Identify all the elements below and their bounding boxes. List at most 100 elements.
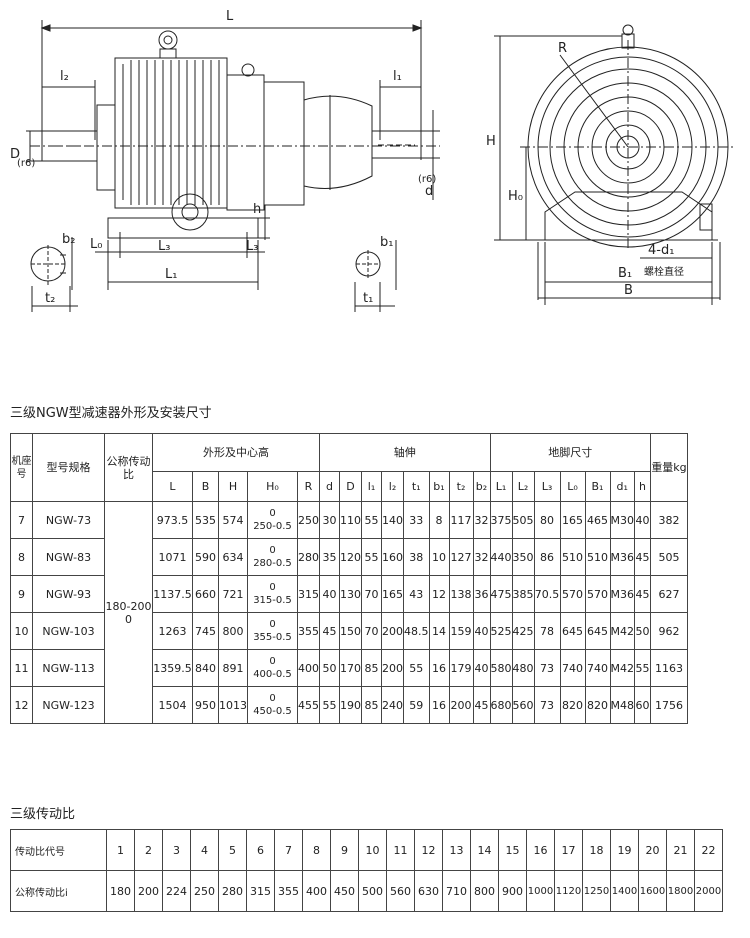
dim-D-label: D (10, 147, 20, 162)
cell-H: 800 (218, 612, 248, 650)
dim-b2-label: b₂ (62, 232, 75, 247)
header-model: 型号规格 (32, 433, 105, 502)
cell-l2: 160 (381, 538, 404, 576)
cell-d: 30 (319, 501, 340, 539)
ratio-value-cell: 450 (330, 870, 359, 912)
cell-B: 660 (192, 575, 219, 613)
ratio-code-row: 传动比代号 1 2 3 4 5 6 7 8 9 10 11 12 13 14 1… (10, 829, 723, 871)
cell-L0: 740 (559, 649, 586, 687)
cell-b2: 32 (472, 538, 491, 576)
subheader-H0: H₀ (247, 471, 298, 502)
cell-L1: 680 (489, 686, 513, 724)
cell-H: 574 (218, 501, 248, 539)
subheader-t1: t₁ (403, 471, 430, 502)
cell-D: 120 (339, 538, 362, 576)
cell-L3: 73 (533, 686, 561, 724)
cell-weight: 505 (650, 538, 688, 576)
ratio-code-cell: 5 (218, 829, 247, 871)
cell-L2: 350 (511, 538, 535, 576)
cell-l1: 55 (361, 538, 382, 576)
cell-R: 355 (297, 612, 320, 650)
ratio-value-cell: 315 (246, 870, 275, 912)
subheader-l1: l₁ (361, 471, 382, 502)
cell-t2: 179 (448, 649, 474, 687)
cell-L: 973.5 (152, 501, 193, 539)
cell-H0-top: 0 (269, 508, 276, 519)
cell-l1: 85 (361, 686, 382, 724)
cell-t2: 127 (448, 538, 474, 576)
subheader-L0: L₀ (559, 471, 586, 502)
cell-B: 535 (192, 501, 219, 539)
dim-R-label: R (558, 41, 567, 56)
spec-table: 机座号 型号规格 公称传动比 外形及中心高 轴伸 地脚尺寸 重量kg L B H… (10, 433, 688, 724)
cell-seat: 10 (10, 612, 33, 650)
cell-model: NGW-83 (32, 538, 105, 576)
subheader-R: R (297, 471, 320, 502)
cell-model: NGW-93 (32, 575, 105, 613)
ratio-code-cell: 11 (386, 829, 415, 871)
cell-weight: 627 (650, 575, 688, 613)
ratio-value-cell: 280 (218, 870, 247, 912)
cell-h: 55 (634, 649, 651, 687)
dim-L-label: L (226, 9, 234, 24)
cell-d: 55 (319, 686, 340, 724)
dim-L0-label: L₀ (90, 237, 102, 252)
header-seat: 机座号 (10, 433, 33, 502)
ratio-code-cell: 17 (554, 829, 583, 871)
ratio-code-cell: 21 (666, 829, 695, 871)
cell-seat: 7 (10, 501, 33, 539)
cell-L1: 475 (489, 575, 513, 613)
cell-weight: 1756 (650, 686, 688, 724)
cell-b1: 10 (428, 538, 450, 576)
cell-h: 40 (634, 501, 651, 539)
cell-h: 45 (634, 575, 651, 613)
cell-seat: 12 (10, 686, 33, 724)
dim-d-label: d (425, 184, 433, 199)
dim-D-sub-label: (r6) (17, 158, 35, 169)
cell-t1: 59 (403, 686, 430, 724)
dim-H-label: H (486, 134, 496, 149)
ratio-value-cell: 800 (470, 870, 499, 912)
cell-H0-bottom: 315-0.5 (253, 595, 292, 606)
ratio-value-cell: 1600 (638, 870, 667, 912)
dim-l1-label: l₁ (393, 69, 402, 84)
cell-seat: 11 (10, 649, 33, 687)
cell-b1: 16 (428, 686, 450, 724)
cell-t1: 38 (403, 538, 430, 576)
cell-H: 721 (218, 575, 248, 613)
cell-B: 950 (192, 686, 219, 724)
cell-H0-bottom: 355-0.5 (253, 632, 292, 643)
technical-drawing: L l₂ l₁ D (r6) d (r6) h b₂ L₀ L₃ L₃ L₁ t… (10, 9, 735, 312)
ratio-table: 传动比代号 1 2 3 4 5 6 7 8 9 10 11 12 13 14 1… (10, 829, 723, 912)
ratio-value-label: 公称传动比i (10, 870, 107, 912)
cell-L: 1137.5 (152, 575, 193, 613)
ratio-value-cell: 710 (442, 870, 471, 912)
cell-l2: 200 (381, 649, 404, 687)
cell-L1: 440 (489, 538, 513, 576)
cell-H0-top: 0 (269, 582, 276, 593)
dim-B1-label: B₁ (618, 266, 632, 281)
subheader-l2: l₂ (381, 471, 404, 502)
subheader-h: h (634, 471, 651, 502)
cell-H0-bottom: 250-0.5 (253, 521, 292, 532)
cell-d1: M36 (609, 575, 635, 613)
cell-model: NGW-113 (32, 649, 105, 687)
ratio-code-cell: 14 (470, 829, 499, 871)
ratio-code-cell: 9 (330, 829, 359, 871)
cell-h: 45 (634, 538, 651, 576)
ratio-value-cell: 900 (498, 870, 527, 912)
cell-L: 1071 (152, 538, 193, 576)
cell-seat: 9 (10, 575, 33, 613)
ratio-code-cell: 22 (694, 829, 723, 871)
cell-model: NGW-73 (32, 501, 105, 539)
cell-L2: 560 (511, 686, 535, 724)
ratio-value-cell: 1400 (610, 870, 639, 912)
cell-L1: 375 (489, 501, 513, 539)
cell-d1: M48 (609, 686, 635, 724)
cell-B1: 645 (584, 612, 611, 650)
dim-B-label: B (624, 283, 633, 298)
